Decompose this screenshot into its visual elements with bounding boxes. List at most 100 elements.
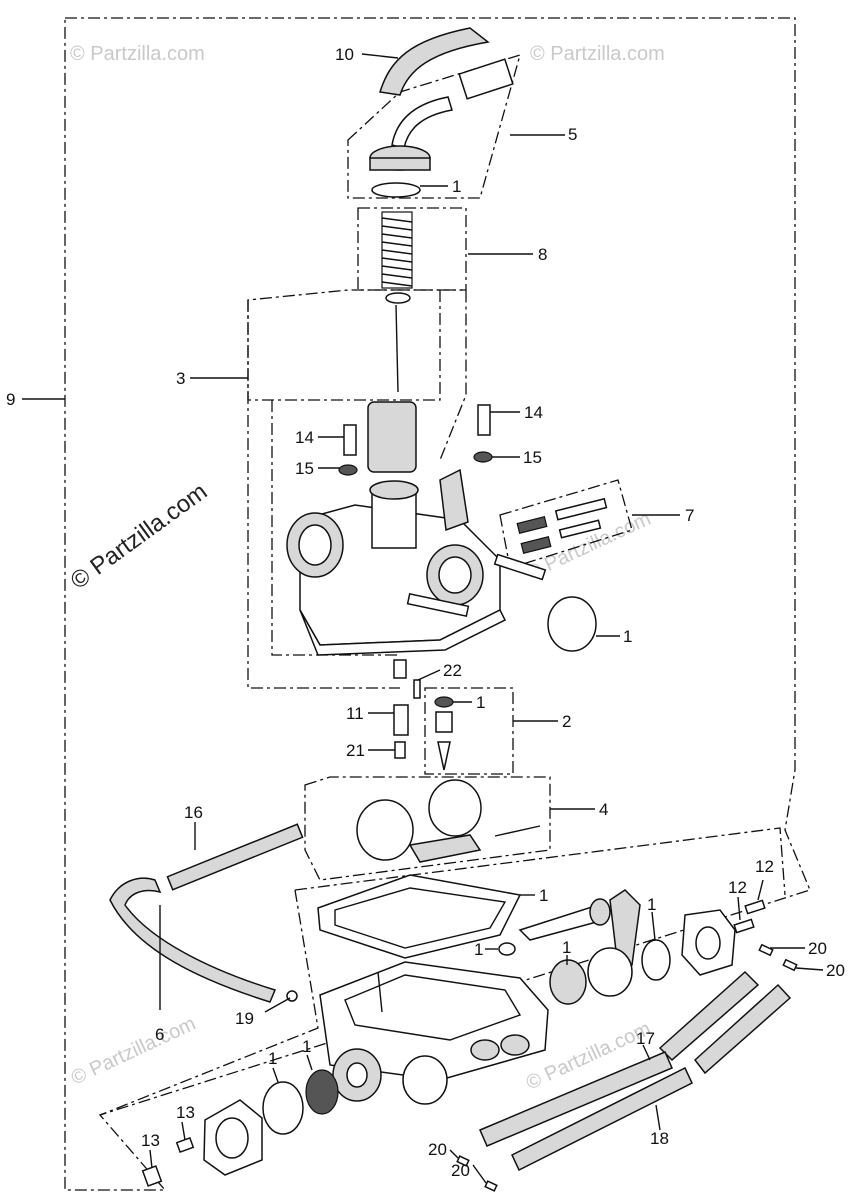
- callout-1-small-o-ring: 1: [474, 940, 483, 959]
- part-12-screw-b: [733, 918, 755, 934]
- part-1-cover-o-ring: [641, 939, 671, 981]
- callout-14-right: 14: [524, 403, 543, 422]
- callout-1-seat-washer: 1: [476, 693, 485, 712]
- callout-20-a: 20: [808, 939, 827, 958]
- callout-21: 21: [346, 741, 365, 760]
- callout-1-cap-gasket: 1: [452, 177, 461, 196]
- leader-lines: [22, 53, 824, 1184]
- part-11-main-jet: [393, 704, 409, 736]
- part-20-clip-a: [758, 943, 774, 957]
- callout-8: 8: [538, 245, 547, 264]
- part-15-washer-left: [338, 464, 358, 476]
- callout-1-o-ring: 1: [623, 627, 632, 646]
- callout-16: 16: [184, 803, 203, 822]
- part-16-vent-hose: [166, 823, 304, 891]
- part-17-hose-b: [693, 983, 792, 1075]
- callout-18: 18: [650, 1129, 669, 1148]
- watermark-bottom-left: © Partzilla.com: [68, 1013, 199, 1090]
- callout-1-bottom-diaphragm: 1: [302, 1037, 311, 1056]
- callout-12-b: 12: [755, 857, 774, 876]
- part-8-spring: [381, 211, 413, 289]
- part-17-hose: [658, 970, 760, 1062]
- float-bowl: [319, 961, 549, 1105]
- part-1-bottom-o-ring: [262, 1081, 304, 1135]
- group-boundary-3: [247, 289, 467, 461]
- callout-1-bottom-o-ring: 1: [268, 1049, 277, 1068]
- part-1-bottom-diaphragm: [305, 1069, 339, 1115]
- callout-6: 6: [155, 1025, 164, 1044]
- callout-4: 4: [599, 800, 608, 819]
- part-2-float-valve: [437, 741, 451, 771]
- callout-13-b: 13: [141, 1131, 160, 1150]
- callout-14-left: 14: [295, 428, 314, 447]
- part-10-rubber-tube: [379, 27, 490, 96]
- callout-10: 10: [335, 45, 354, 64]
- part-1-float-bowl-gasket: [317, 874, 522, 959]
- part-1-seat-washer: [434, 696, 454, 708]
- callout-17: 17: [636, 1029, 655, 1048]
- part-20-clip-d: [484, 1180, 498, 1192]
- part-choke-plunger: [518, 898, 611, 941]
- callout-19: 19: [235, 1009, 254, 1028]
- callout-7: 7: [685, 506, 694, 525]
- part-5-sleeve: [458, 58, 514, 100]
- callout-1-diaphragm: 1: [562, 938, 571, 957]
- part-2-valve-seat: [435, 711, 453, 733]
- callout-15-left: 15: [295, 459, 314, 478]
- part-3-needle-jet-holder: [393, 659, 407, 679]
- assembly-boundary-9: [64, 17, 811, 1191]
- part-3-jet-needle: [395, 304, 399, 393]
- callout-2: 2: [562, 712, 571, 731]
- group-boundary-5: [347, 54, 521, 199]
- part-5-cable-elbow: [391, 96, 453, 149]
- watermark-top-right: © Partzilla.com: [530, 43, 665, 65]
- part-5-cap-body: [369, 157, 431, 171]
- part-13-screw-a: [175, 1136, 195, 1154]
- part-14-screw-right: [477, 404, 491, 436]
- part-4-float: [356, 779, 541, 863]
- part-13-screw-b: [141, 1165, 163, 1187]
- part-22-needle-jet: [413, 679, 421, 699]
- group-boundary-float-bowl: [294, 827, 786, 896]
- part-1-cap-gasket: [371, 182, 421, 198]
- carburetor-body: [286, 468, 547, 656]
- group-boundary-8: [357, 207, 467, 291]
- part-3-needle-clip: [385, 292, 411, 304]
- group-boundary-3-inner: [271, 400, 400, 656]
- callout-20-c: 20: [428, 1140, 447, 1159]
- part-6-drain-hose: [109, 877, 277, 1003]
- callout-11: 11: [346, 704, 364, 723]
- part-accel-cover: [587, 947, 633, 997]
- part-14-screw-left: [343, 424, 357, 456]
- callout-20-b: 20: [826, 961, 845, 980]
- callout-20-d: 20: [451, 1161, 470, 1180]
- part-1-small-o-ring: [498, 942, 516, 956]
- part-1-o-ring: [547, 596, 597, 652]
- watermark-main: © Partzilla.com: [66, 478, 213, 595]
- callout-1-bowl-gasket: 1: [539, 886, 548, 905]
- part-20-clip-c: [456, 1155, 470, 1167]
- part-3-throttle-valve: [367, 401, 417, 473]
- callout-1-cover-o-ring: 1: [647, 895, 656, 914]
- callout-15-right: 15: [523, 448, 542, 467]
- group-boundary-float-bowl-left: [99, 889, 319, 1116]
- part-18-hose: [479, 1051, 673, 1147]
- callout-12-a: 12: [728, 878, 747, 897]
- part-18-hose-b: [511, 1066, 693, 1172]
- callout-13-a: 13: [176, 1103, 195, 1122]
- group-boundary-3-lower: [247, 300, 400, 689]
- watermark-top-left: © Partzilla.com: [70, 43, 205, 65]
- part-20-clip-b: [782, 958, 798, 972]
- callout-22: 22: [443, 661, 462, 680]
- part-21-pilot-jet: [394, 741, 406, 759]
- callout-3: 3: [176, 369, 185, 388]
- callout-9: 9: [6, 390, 15, 409]
- part-15-washer-right: [473, 451, 493, 463]
- part-1-diaphragm: [549, 959, 587, 1005]
- callout-5: 5: [568, 125, 577, 144]
- part-12-screw-a: [744, 899, 766, 915]
- part-7-adjust-screws: [516, 497, 608, 554]
- group-boundary-2: [424, 687, 514, 775]
- group-boundary-4: [304, 776, 551, 881]
